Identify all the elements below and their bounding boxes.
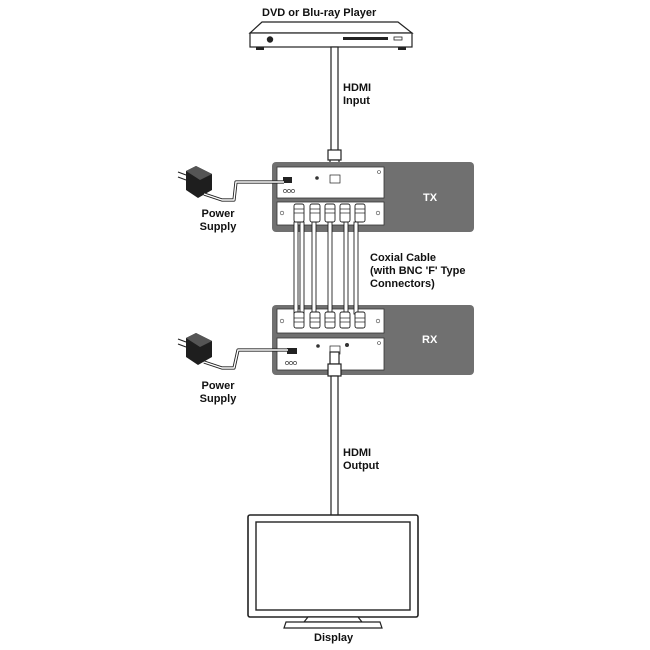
hdmi-input-line-2: Input <box>343 95 370 107</box>
rx-unit <box>272 305 474 375</box>
source-label: DVD or Blu-ray Player <box>262 7 377 19</box>
coax-line-2: (with BNC 'F' Type <box>370 265 466 277</box>
hdmi-output-cable <box>327 351 342 517</box>
power-supply-bottom-line-2: Supply <box>199 393 237 405</box>
tx-label: TX <box>423 192 438 204</box>
bnc-connector-icon <box>354 203 366 223</box>
coax-line-3: Connectors) <box>370 278 435 290</box>
power-adapter-icon <box>177 166 212 198</box>
bnc-connector-icon <box>354 311 366 329</box>
power-supply-top-line-1: Power <box>201 208 235 220</box>
coax-line-1: Coxial Cable <box>370 252 437 264</box>
power-supply-top-label: Power Supply <box>198 208 238 234</box>
power-supply-top-line-2: Supply <box>199 221 237 233</box>
display-label: Display <box>314 632 354 644</box>
bnc-connector-icon <box>339 311 351 329</box>
tx-bnc-connectors <box>293 203 366 223</box>
bnc-connector-icon <box>309 311 321 329</box>
rx-bnc-connectors <box>293 311 366 329</box>
hdmi-input-label: HDMI Input <box>343 82 371 108</box>
hdmi-output-label: HDMI Output <box>343 447 379 473</box>
bnc-connector-icon <box>339 203 351 223</box>
bnc-connector-icon <box>324 311 336 329</box>
bnc-connector-icon <box>309 203 321 223</box>
bnc-connector-icon <box>293 203 305 223</box>
hdmi-input-cable <box>327 46 342 175</box>
power-supply-bottom-label: Power Supply <box>198 380 238 406</box>
bnc-connector-icon <box>293 311 305 329</box>
power-supply-bottom-line-1: Power <box>201 380 235 392</box>
dvd-player-icon <box>248 21 414 50</box>
hdmi-input-line-1: HDMI <box>343 82 372 94</box>
monitor-icon <box>247 514 419 629</box>
coax-label: Coxial Cable (with BNC 'F' Type Connecto… <box>370 252 465 291</box>
coax-cables <box>293 221 359 315</box>
hdmi-output-line-1: HDMI <box>343 447 372 459</box>
bnc-connector-icon <box>324 203 336 223</box>
hdmi-output-line-2: Output <box>343 460 380 472</box>
rx-label: RX <box>422 334 438 346</box>
power-adapter-icon <box>177 333 212 365</box>
